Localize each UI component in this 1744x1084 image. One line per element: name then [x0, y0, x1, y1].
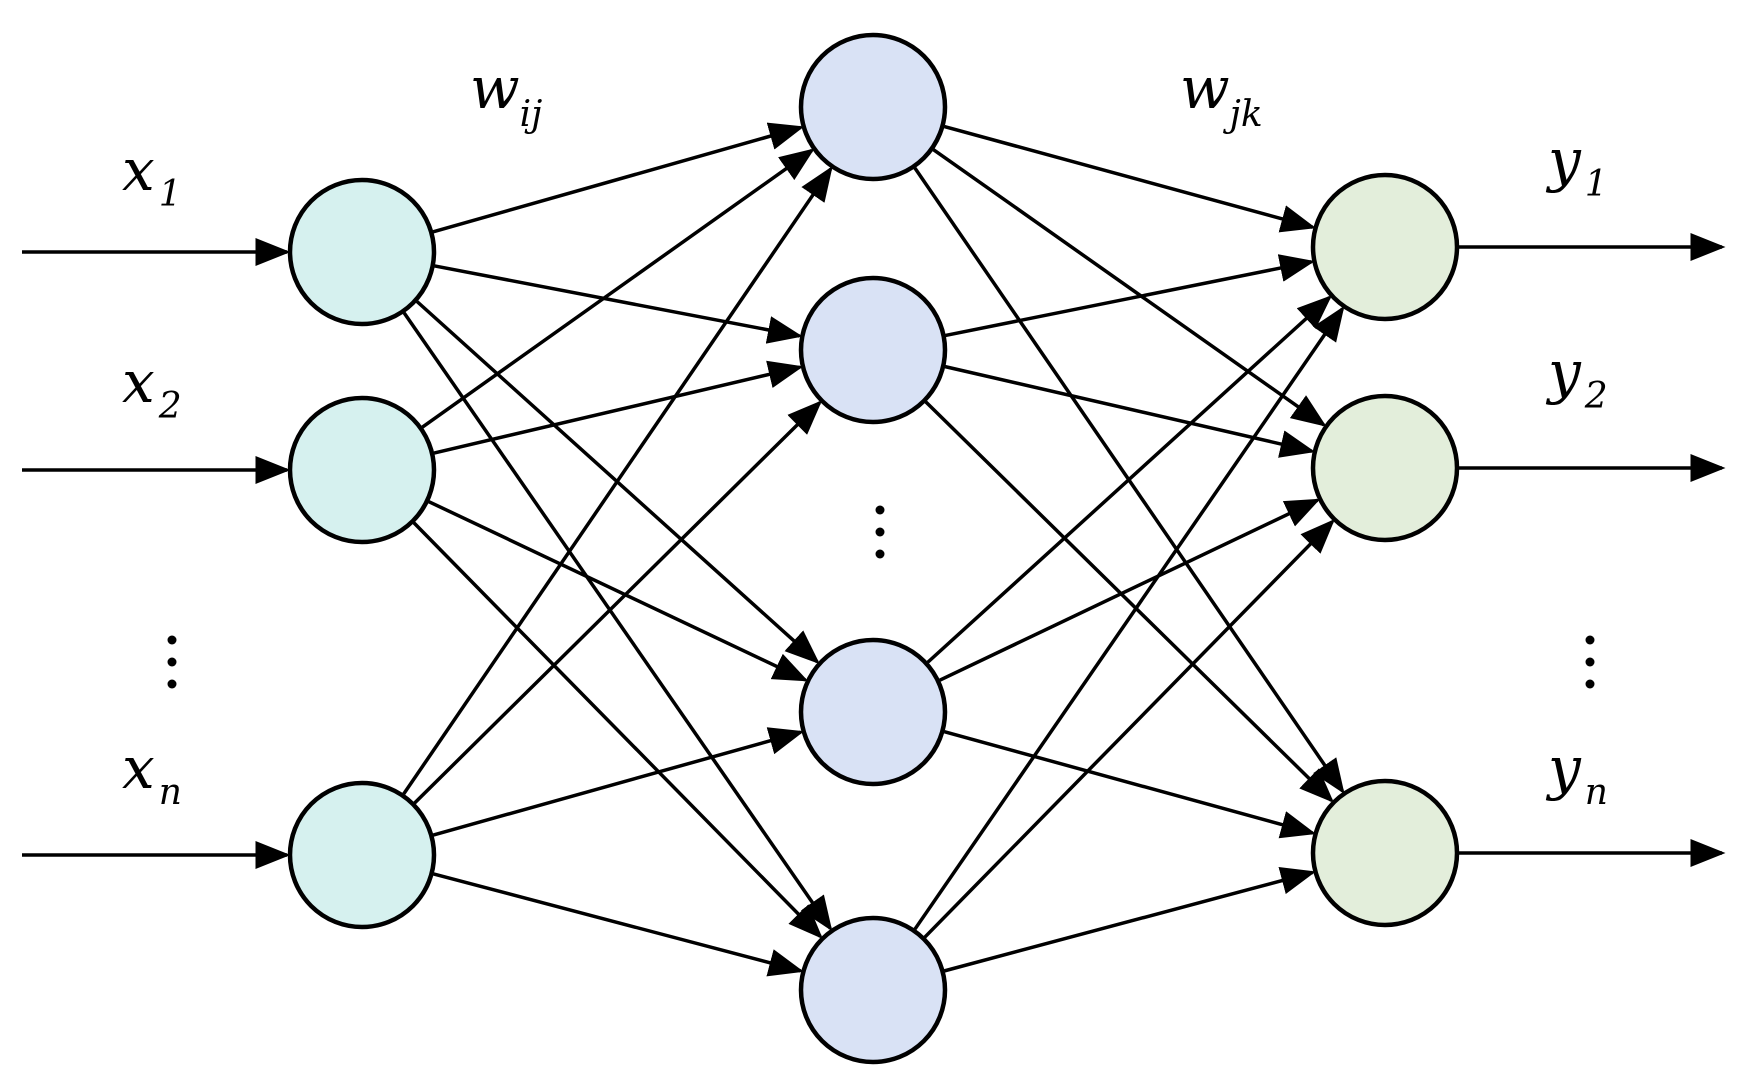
hidden-2-node: [798, 275, 948, 425]
edge-input-2-hidden-2: [433, 360, 804, 455]
edge-hidden-3-output-2: [939, 498, 1321, 682]
output-n-node: [1310, 778, 1460, 928]
hidden-ellipsis-dot: [875, 527, 885, 537]
edge-hidden-2-output-1: [945, 254, 1315, 338]
edge-hidden-4-output-2: [923, 519, 1335, 939]
input-ellipsis: [167, 635, 177, 689]
hidden-4-node: [798, 915, 948, 1065]
edge-input-2-hidden-3: [428, 500, 809, 682]
edge-input-3-hidden-4: [433, 872, 804, 977]
input-label-1-sub: 1: [159, 174, 182, 215]
hidden-3-node: [798, 637, 948, 787]
input-label-1-base: x: [122, 136, 155, 204]
weight-label-hidden-output-sub: jk: [1223, 94, 1263, 135]
input-label-3-base: x: [122, 734, 155, 802]
input-label-3-sub: n: [159, 772, 182, 813]
weight-label-input-hidden: wij: [470, 54, 542, 135]
output-2-node: [1310, 393, 1460, 543]
edge-hidden-4-output-1: [913, 305, 1345, 931]
hidden-ellipsis: [875, 505, 885, 559]
edge-input-3-hidden-3: [432, 727, 805, 837]
output-label-3-sub: n: [1585, 772, 1608, 813]
output-ellipsis-dot: [1585, 657, 1595, 667]
output-1-node: [1310, 172, 1460, 322]
nodes-layer: [287, 32, 1460, 1065]
output-ellipsis-dot: [1585, 635, 1595, 645]
edge-input-2-hidden-4: [412, 521, 823, 940]
input-n-node: [287, 780, 437, 930]
input-ellipsis-dot: [167, 679, 177, 689]
edge-hidden-1-output-2: [932, 148, 1327, 427]
output-label-2-sub: 2: [1584, 376, 1608, 417]
input-ellipsis-dot: [167, 635, 177, 645]
edge-input-1-hidden-1: [432, 122, 805, 234]
edge-input-3-hidden-1: [402, 166, 833, 795]
edge-hidden-2-output-3: [924, 400, 1334, 803]
input-ellipsis-dot: [167, 657, 177, 667]
input-label-2-sub: 2: [158, 386, 182, 427]
output-label-3-base: y: [1545, 734, 1582, 802]
edge-hidden-3-output-3: [943, 729, 1317, 839]
weight-label-hidden-output-base: w: [1180, 54, 1230, 122]
output-ellipsis: [1585, 635, 1595, 689]
edge-input-2-hidden-1: [421, 148, 815, 429]
hidden-1-node: [798, 32, 948, 182]
edge-input-1-hidden-4: [402, 311, 833, 932]
edge-hidden-1-output-1: [943, 124, 1317, 233]
ellipsis-layer: [167, 505, 1595, 689]
input-2-node: [287, 395, 437, 545]
input-label-2-base: x: [122, 348, 155, 416]
weight-label-hidden-output: wjk: [1180, 54, 1263, 135]
edge-hidden-3-output-1: [926, 295, 1333, 664]
hidden-ellipsis-dot: [875, 549, 885, 559]
output-label-1-sub: 1: [1585, 164, 1608, 205]
edge-hidden-2-output-2: [944, 364, 1316, 458]
edge-hidden-4-output-3: [944, 867, 1316, 973]
output-label-2-base: y: [1545, 338, 1582, 406]
edges-layer: [22, 122, 1726, 977]
weight-label-input-hidden-base: w: [470, 54, 520, 122]
edge-input-3-hidden-2: [413, 400, 823, 805]
output-label-1-base: y: [1545, 126, 1582, 194]
weight-label-input-hidden-sub: ij: [520, 94, 543, 135]
output-ellipsis-dot: [1585, 679, 1595, 689]
edge-input-1-hidden-2: [434, 264, 803, 344]
input-1-node: [287, 177, 437, 327]
hidden-ellipsis-dot: [875, 505, 885, 515]
